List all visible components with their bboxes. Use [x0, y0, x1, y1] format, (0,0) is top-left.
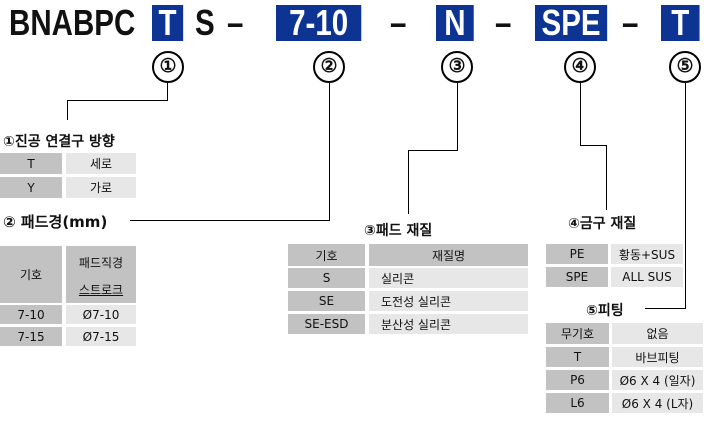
marker-2: ② — [313, 51, 345, 83]
code-dash-2: – — [390, 2, 407, 43]
section-5-value: 바브피팅 — [612, 347, 703, 367]
section-4-value: ALL SUS — [611, 267, 683, 287]
section-3-code: SE — [288, 291, 365, 311]
section-1-code: T — [0, 153, 62, 174]
code-dash-3: – — [495, 2, 512, 43]
code-part-1: T — [152, 5, 184, 41]
section-3-header-code: 기호 — [288, 244, 365, 266]
section-2-header-code: 기호 — [0, 246, 62, 303]
section-5-value: 없음 — [612, 323, 703, 344]
section-5-value: Ø6 X 4 (일자) — [612, 370, 703, 390]
code-fixed: S — [195, 2, 215, 43]
section-5-code: T — [546, 347, 609, 367]
section-2-title: ② 패드경(mm) — [3, 213, 108, 231]
code-dash-4: – — [622, 2, 639, 43]
marker-3: ③ — [441, 51, 473, 83]
header-diameter: 패드직경 — [78, 256, 124, 270]
section-4-value: 황동+SUS — [611, 244, 683, 264]
leader-line-3 — [408, 150, 409, 214]
leader-line-4 — [606, 145, 607, 210]
leader-line-1 — [67, 100, 68, 120]
section-1-title: ①진공 연결구 방향 — [3, 134, 115, 150]
leader-line-2 — [329, 83, 330, 220]
section-4-title: ④금구 재질 — [568, 216, 637, 232]
section-2-code: 7-15 — [0, 327, 62, 346]
section-4-code: PE — [546, 244, 608, 264]
section-3-value: 분산성 실리콘 — [369, 314, 528, 334]
leader-line-3 — [408, 150, 458, 151]
section-3-value: 실리콘 — [369, 268, 528, 288]
section-3-code: S — [288, 268, 365, 288]
leader-line-4 — [580, 83, 581, 145]
section-3-code: SE-ESD — [288, 314, 365, 334]
code-part-5: T — [661, 5, 700, 41]
code-dash-1: – — [227, 2, 244, 43]
section-5-code: L6 — [546, 393, 609, 413]
code-part-3: N — [436, 5, 474, 41]
section-5-title: ⑤피팅 — [586, 303, 624, 319]
header-stroke: 스트로크 — [78, 283, 124, 297]
section-1-code: Y — [0, 177, 62, 198]
leader-line-1 — [67, 100, 168, 101]
section-4-code: SPE — [546, 267, 608, 287]
marker-4: ④ — [564, 51, 596, 83]
leader-line-3 — [457, 83, 458, 150]
section-2-header-spec: 패드직경 스트로크 — [66, 246, 136, 303]
leader-line-1 — [167, 83, 168, 101]
leader-line-5 — [645, 308, 686, 309]
marker-5: ⑤ — [669, 51, 701, 83]
section-1-value: 가로 — [66, 177, 136, 198]
section-5-code: P6 — [546, 370, 609, 390]
section-5-value: Ø6 X 4 (L자) — [612, 393, 703, 413]
section-3-value: 도전성 실리콘 — [369, 291, 528, 311]
code-part-4: SPE — [535, 5, 608, 41]
leader-line-5 — [685, 83, 686, 309]
section-5-code: 무기호 — [546, 323, 609, 344]
section-3-header-name: 재질명 — [369, 244, 528, 266]
section-3-title: ③패드 재질 — [364, 223, 433, 239]
model-prefix: BNABPC — [9, 2, 136, 43]
leader-line-4 — [580, 145, 606, 146]
section-1-value: 세로 — [66, 153, 136, 174]
section-2-value: Ø7-10 — [66, 305, 136, 324]
marker-1: ① — [152, 51, 184, 83]
leader-line-2 — [130, 220, 330, 221]
section-2-value: Ø7-15 — [66, 327, 136, 346]
section-2-code: 7-10 — [0, 305, 62, 324]
code-part-2: 7-10 — [276, 5, 362, 41]
